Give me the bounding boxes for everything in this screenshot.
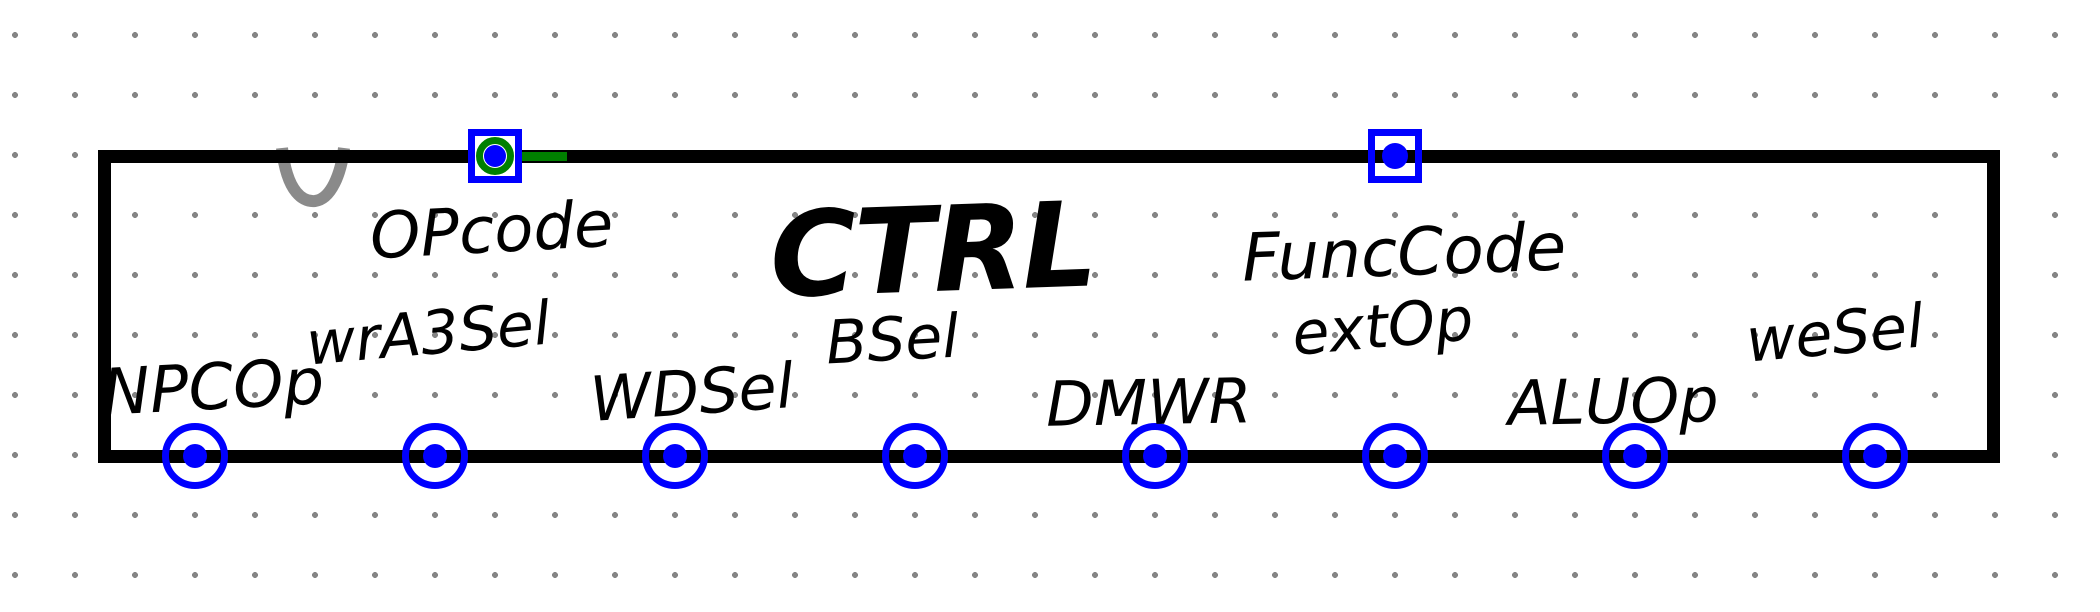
top-port-opcode[interactable] xyxy=(468,129,522,183)
bottom-port-wesel[interactable] xyxy=(1842,423,1908,489)
port-label-bsel: BSel xyxy=(824,301,961,379)
port-dot-icon xyxy=(423,444,447,468)
bottom-port-wra3sel[interactable] xyxy=(402,423,468,489)
port-label-wdsel: WDSel xyxy=(587,348,797,437)
port-label-extop: extOp xyxy=(1289,284,1476,370)
port-dot-icon xyxy=(1383,444,1407,468)
port-dot-icon xyxy=(1863,444,1887,468)
port-dot-icon xyxy=(663,444,687,468)
connection-ring-icon xyxy=(476,137,514,175)
bottom-port-extop[interactable] xyxy=(1362,423,1428,489)
port-dot-icon xyxy=(1623,444,1647,468)
bottom-port-wdsel[interactable] xyxy=(642,423,708,489)
port-label-npcop: NPCOp xyxy=(100,345,326,431)
port-label-opcode: OPcode xyxy=(368,187,616,275)
port-dot-icon xyxy=(1143,444,1167,468)
bottom-port-dmwr[interactable] xyxy=(1122,423,1188,489)
bottom-port-bsel[interactable] xyxy=(882,423,948,489)
component-title: CTRL xyxy=(767,175,1098,325)
port-dot-icon xyxy=(484,145,506,167)
port-dot-icon xyxy=(183,444,207,468)
bottom-port-aluop[interactable] xyxy=(1602,423,1668,489)
port-label-wesel: weSel xyxy=(1743,291,1927,377)
bottom-port-npcop[interactable] xyxy=(162,423,228,489)
port-dot-icon xyxy=(1382,143,1408,169)
wire-stub[interactable] xyxy=(522,152,567,161)
port-label-aluop: ALUOp xyxy=(1507,363,1720,440)
port-dot-icon xyxy=(903,444,927,468)
ctrl-block-outline[interactable] xyxy=(98,150,2000,463)
port-label-funccode: FuncCode xyxy=(1240,208,1568,297)
top-port-funccode[interactable] xyxy=(1368,129,1422,183)
port-label-dmwr: DMWR xyxy=(1045,364,1253,441)
